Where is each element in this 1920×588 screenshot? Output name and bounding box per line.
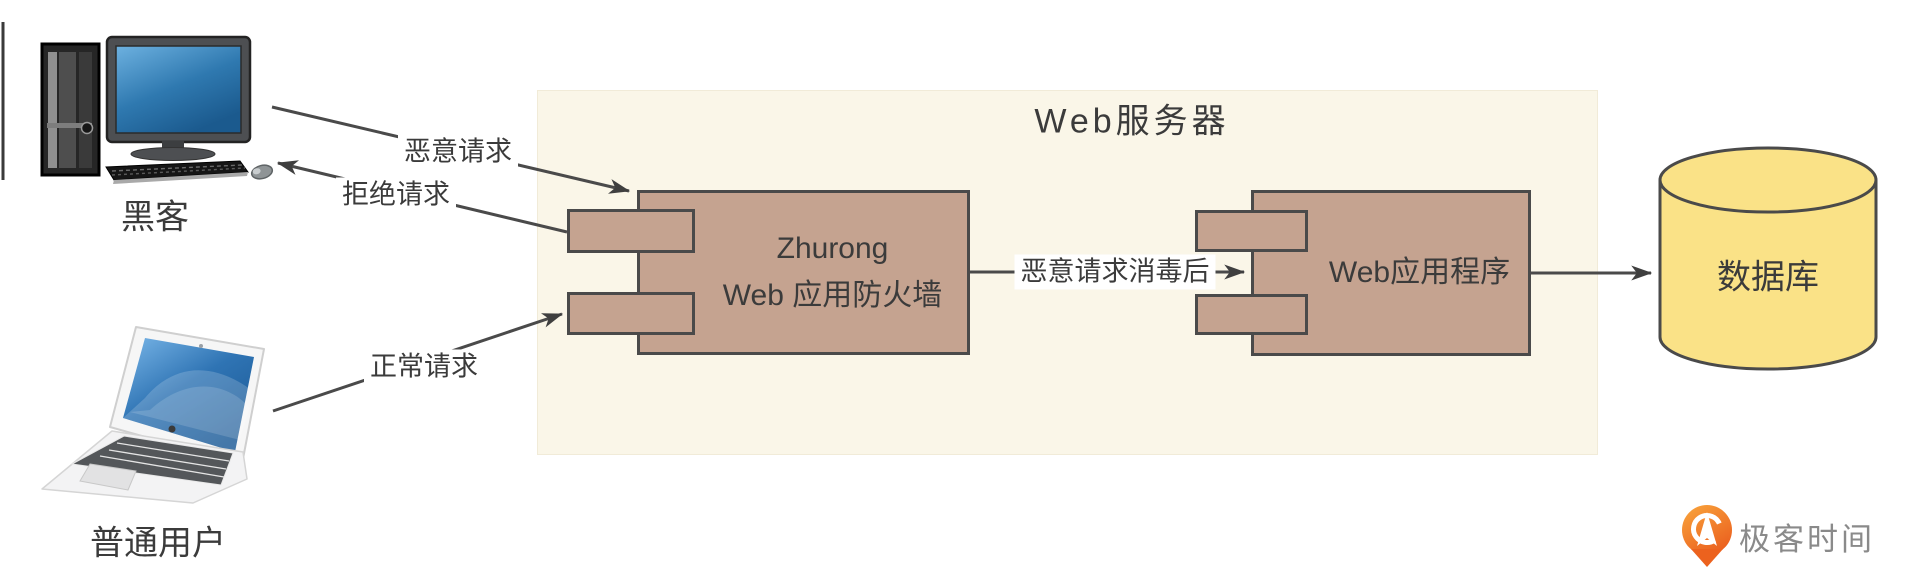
firewall-port-top	[567, 209, 695, 253]
firewall-label: Zhurong Web 应用防火墙	[695, 190, 970, 355]
sanitized-request-label: 恶意请求消毒后	[1014, 254, 1216, 290]
firewall-port-bottom	[567, 292, 695, 335]
database-cylinder	[1658, 146, 1878, 371]
mouse-icon	[250, 164, 274, 180]
web-server-title: Web服务器	[1034, 102, 1230, 141]
laptop-icon	[41, 326, 265, 504]
hacker-label: 黑客	[121, 198, 189, 237]
normal-request-label: 正常请求	[364, 349, 484, 385]
hacker-computer-icon	[40, 35, 274, 184]
normal-user-label: 普通用户	[90, 524, 226, 563]
geektime-logo-icon	[1682, 505, 1732, 567]
database-label: 数据库	[1717, 258, 1819, 297]
malicious-request-label: 恶意请求	[398, 134, 518, 170]
firewall-label-line1: Zhurong	[776, 232, 889, 265]
firewall-label-line2: Web 应用防火墙	[722, 278, 943, 312]
web-app-label: Web应用程序	[1328, 255, 1511, 289]
geektime-logo-text: 极客时间	[1739, 522, 1875, 557]
reject-request-label: 拒绝请求	[336, 177, 456, 213]
web-app-port-bottom	[1195, 294, 1308, 335]
web-app-port-top	[1195, 210, 1308, 252]
